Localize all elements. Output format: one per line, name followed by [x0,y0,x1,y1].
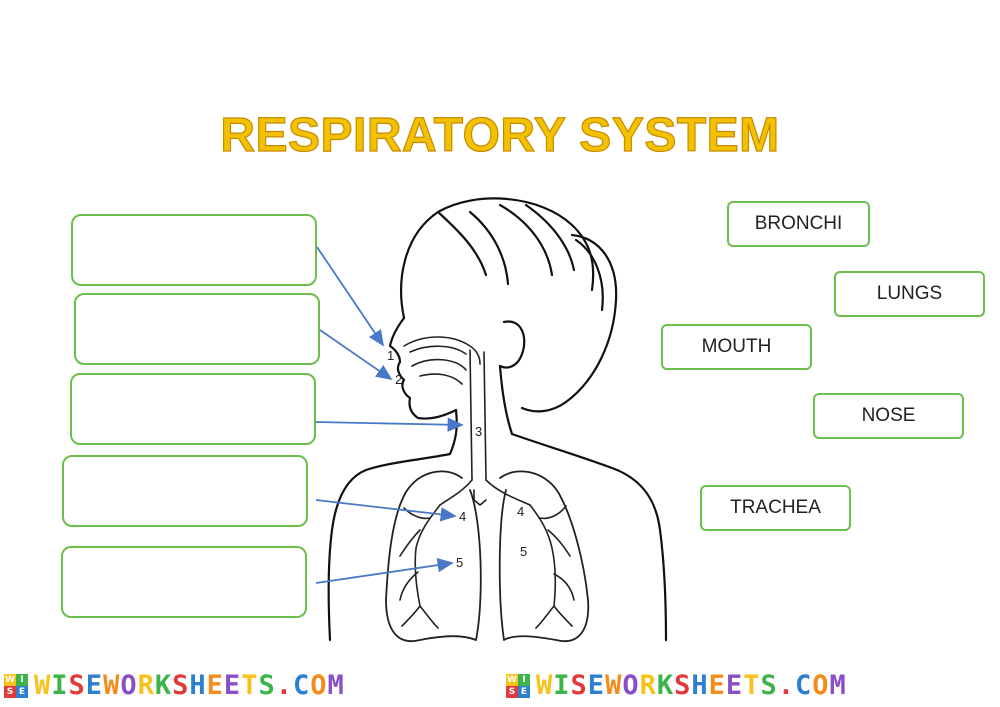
watermark-badge-icon: W I S E [4,673,28,698]
diagram-number-4-right: 4 [517,504,524,519]
watermark-letter: O [622,670,640,701]
watermark-2: W I S E WISEWORKSHEETS.COM [506,670,847,701]
diagram-number-3: 3 [475,424,482,439]
watermark-letter: E [587,670,606,701]
watermark-letter: S [760,670,778,701]
watermark-letter: T [743,670,761,701]
arrow-5 [315,557,454,584]
answer-box-5[interactable] [61,546,307,618]
word-tile-lungs[interactable]: LUNGS [834,271,985,317]
word-tile-nose[interactable]: NOSE [813,393,964,439]
watermark-letter: E [708,670,726,701]
pointer-arrows [315,246,464,584]
diagram-number-labels: 1 2 3 4 4 5 5 [387,348,527,570]
watermark-letter: E [725,670,744,701]
watermark-letter: . [275,670,293,701]
diagram-number-2: 2 [395,372,402,387]
word-tile-mouth[interactable]: MOUTH [661,324,812,370]
watermark-letter: E [85,670,104,701]
watermark-letter: R [639,670,657,701]
watermark-letter: I [553,670,571,701]
watermark-letter: W [103,670,121,701]
watermark-1: W I S E WISEWORKSHEETS.COM [4,670,345,701]
bronchi-tree [399,504,575,629]
watermark-letter: S [674,670,692,701]
answer-box-3[interactable] [70,373,316,445]
arrow-3 [315,417,464,432]
watermark-letter: R [137,670,155,701]
watermark-letter: E [223,670,242,701]
lungs-outline [385,470,590,643]
watermark-letter: T [241,670,259,701]
watermark-letter: C [794,670,813,701]
watermark-letter: K [154,670,173,701]
watermark-text: WISEWORKSHEETS.COM [34,670,345,701]
word-tile-bronchi[interactable]: BRONCHI [727,201,870,247]
watermark-letter: O [812,670,830,701]
watermark-letter: S [68,670,86,701]
watermark-footer: W I S E WISEWORKSHEETS.COM W I S E WISEW… [0,668,1000,707]
watermark-letter: M [829,670,847,701]
watermark-letter: S [258,670,276,701]
watermark-text: WISEWORKSHEETS.COM [536,670,847,701]
watermark-letter: O [120,670,138,701]
answer-box-1[interactable] [71,214,317,286]
diagram-number-1: 1 [387,348,394,363]
watermark-letter: W [605,670,623,701]
watermark-letter: O [310,670,328,701]
diagram-number-5-right: 5 [520,544,527,559]
watermark-letter: H [691,670,709,701]
watermark-letter: S [172,670,190,701]
watermark-letter: S [570,670,588,701]
airway [403,336,531,506]
answer-box-2[interactable] [74,293,320,365]
watermark-letter: W [34,670,52,701]
watermark-letter: E [206,670,224,701]
watermark-badge-icon: W I S E [506,673,530,698]
watermark-letter: H [189,670,207,701]
answer-box-4[interactable] [62,455,308,527]
page-title: RESPIRATORY SYSTEM [220,108,780,162]
watermark-letter: C [292,670,311,701]
watermark-letter: M [327,670,345,701]
arrow-2 [319,329,393,381]
arrow-4 [315,499,457,522]
watermark-letter: I [51,670,69,701]
diagram-number-5-left: 5 [456,555,463,570]
word-tile-trachea[interactable]: TRACHEA [700,485,851,531]
watermark-letter: W [536,670,554,701]
body-outline [327,197,668,642]
arrow-1 [316,246,385,347]
diagram-number-4-left: 4 [459,509,466,524]
watermark-letter: . [777,670,795,701]
watermark-letter: K [656,670,675,701]
